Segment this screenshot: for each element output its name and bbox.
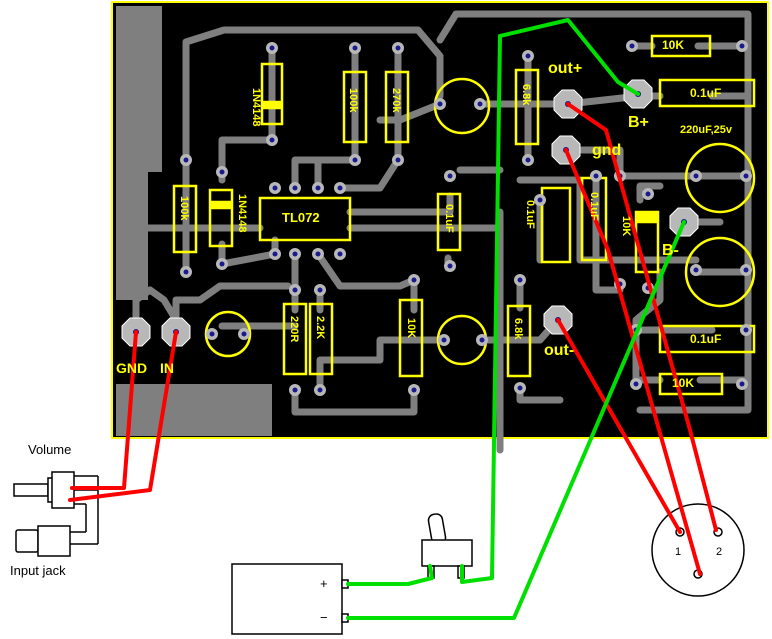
battery-minus-label: − [320,610,328,625]
d-1n4148-left-label: 1N4148 [236,194,248,233]
c-01uf-vertical-label: 0.1uF [588,192,600,221]
r-220r-label: 220R [288,316,300,343]
traces [116,10,752,454]
c-01uf-top-label: 0.1uF [690,86,722,100]
green-wires [346,18,686,620]
battery [231,563,349,635]
xlr-pin2-label: 2 [716,546,723,558]
r-10k-bottom-label: 10K [672,376,695,390]
out-minus-label: out- [544,342,575,359]
xlr-connector [651,503,745,597]
r-100k-left-label: 100k [178,196,190,221]
c-01uf-bottom-label: 0.1uF [690,332,722,346]
c-01uf-center-label: 0.1uF [443,204,455,233]
r-10k-vertical-label: 10K [620,216,632,237]
ground-plane-bottom [116,384,272,436]
c-01uf-mid-label: 0.1uF [524,200,536,229]
out-plus-label: out+ [548,60,583,77]
ic-tl072-label: TL072 [282,210,320,225]
pcb-in-label: IN [160,360,174,376]
xlr-pin1-label: 1 [675,546,682,558]
r-10k-top-label: 10K [662,38,685,52]
input-jack-label: Input jack [10,563,66,578]
b-plus-label: B+ [628,114,649,131]
volume-label: Volume [28,442,72,457]
r-6k8-top-label: 6.8k [520,84,532,106]
r-270k-label: 270k [390,88,402,113]
silkscreen-outlines [172,34,756,396]
b-minus-label: B- [662,242,679,259]
red-wires [68,102,718,576]
input-jack [15,525,71,557]
battery-plus-label: + [320,576,328,591]
pcb-gnd-label: GND [116,360,148,376]
gnd-pad-label: gnd [592,142,622,159]
c-220uf-label: 220uF,25v [680,124,732,136]
pads [180,40,752,396]
r-6k8-bottom-label: 6.8k [512,318,524,340]
pad-holes [183,43,749,393]
r-100k-mid-label: 100k [347,88,359,113]
d-1n4148-top-label: 1N4148 [250,88,262,127]
r-2k2-label: 2.2K [314,316,326,340]
r-10k-mid-label: 10K [405,318,417,339]
